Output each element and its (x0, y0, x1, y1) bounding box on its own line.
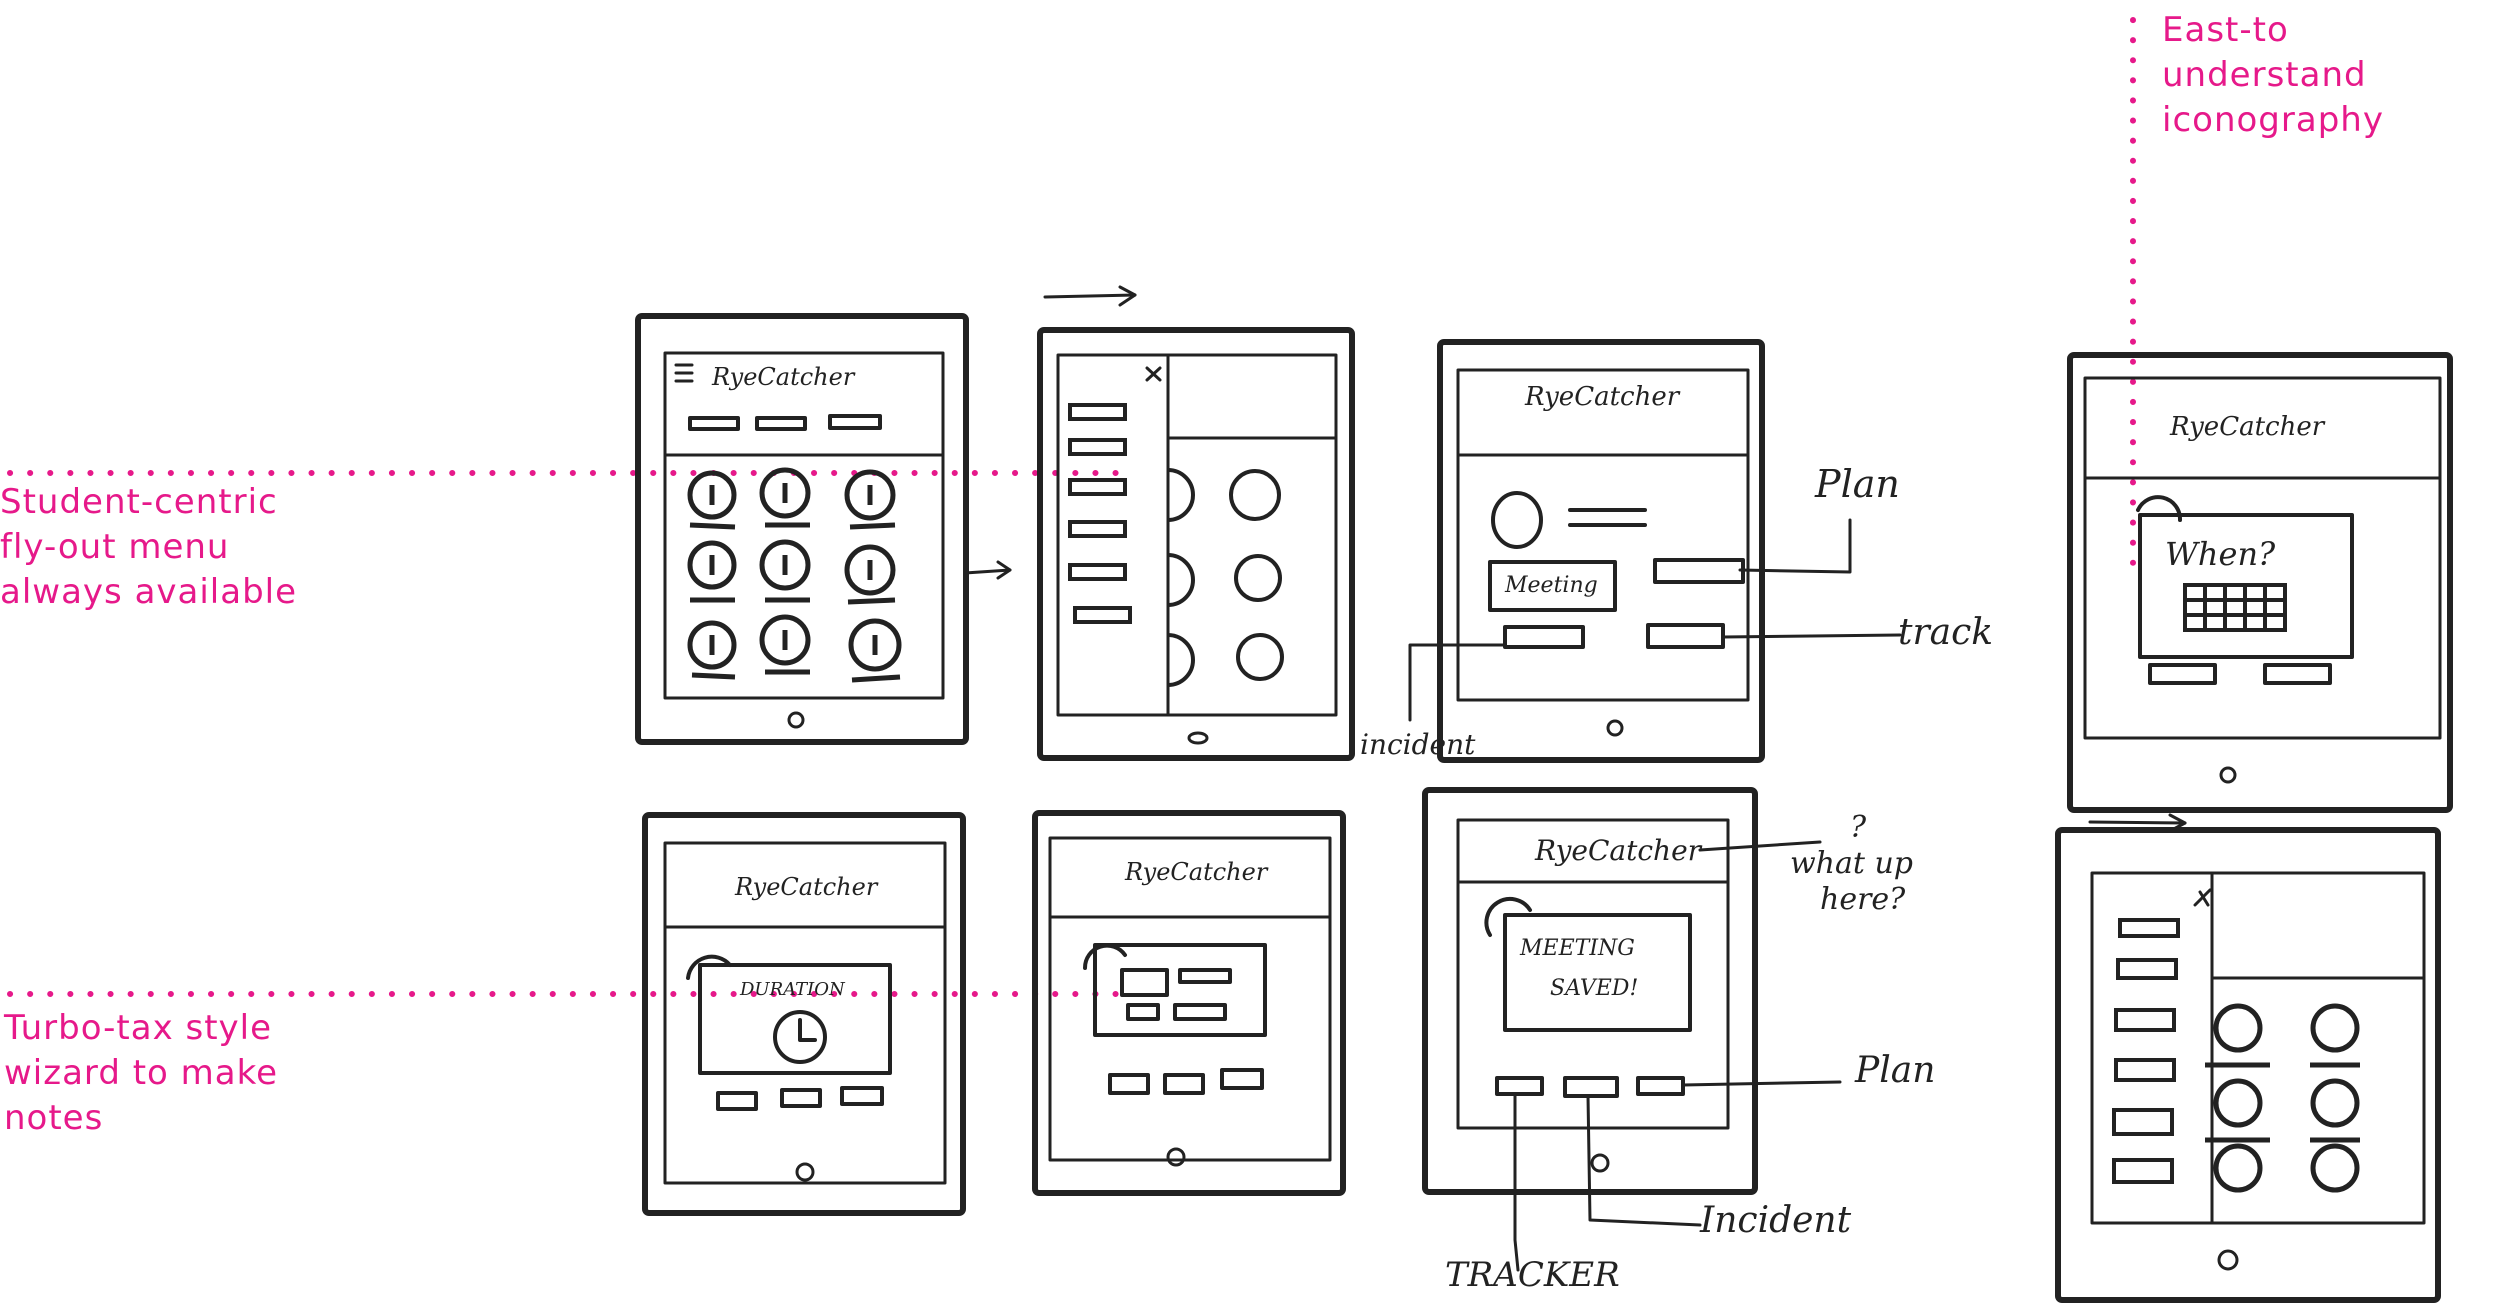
annotation-iconography: East-to understand iconography (2162, 10, 2384, 140)
brand-logo-text: RyeCatcher (1124, 858, 1269, 886)
label-plan-bottom: Plan (1855, 1050, 1936, 1091)
label-plan-top: Plan (1815, 462, 1900, 506)
tablet-flyout-icons (2055, 813, 2441, 1303)
close-icon (1145, 366, 1162, 382)
label-track: track (1898, 612, 1994, 653)
tablet-when-wizard: RyeCatcher When? (2067, 352, 2453, 813)
label-incident-top: incident (1360, 728, 1476, 761)
avatar (1491, 491, 1543, 549)
label-incident-bottom: Incident (1700, 1200, 1852, 1241)
label-tracker: TRACKER (1445, 1255, 1620, 1295)
tablet-student-profile: RyeCatcher Meeting (1408, 339, 1902, 763)
home-button-icon (2219, 766, 2237, 784)
meeting-label: Meeting (1504, 573, 1598, 598)
tablet-home-grid: RyeCatcher (635, 313, 969, 745)
annotation-wizard: Turbo-tax style wizard to make notes (4, 1008, 278, 1138)
tablet-duration-wizard: RyeCatcher DURATION (642, 812, 966, 1216)
brand-logo-text: RyeCatcher (734, 873, 879, 901)
home-icon-grid (687, 467, 902, 683)
home-button-icon (787, 711, 805, 729)
when-label: When? (2165, 535, 2276, 573)
meeting-saved-line-1: MEETING (1519, 936, 1635, 961)
calendar-icon (2183, 583, 2287, 632)
home-button-icon (1187, 731, 1209, 745)
meeting-saved-line-2: SAVED! (1550, 976, 1638, 1001)
duration-label: DURATION (739, 979, 846, 1000)
close-icon (2193, 888, 2212, 907)
tablet-flyout-menu (963, 285, 1355, 761)
annotation-flyout-menu: Student-centric fly-out menu always avai… (0, 482, 298, 612)
brand-logo-text: RyeCatcher (1534, 834, 1703, 867)
brand-logo-text: RyeCatcher (711, 363, 856, 391)
label-what-up: ? what up here? (1790, 810, 1914, 917)
home-button-icon (2217, 1249, 2239, 1271)
brand-logo-text: RyeCatcher (2169, 412, 2326, 442)
clock-icon (773, 1010, 827, 1064)
tablet-form-wizard: RyeCatcher (1032, 810, 1346, 1196)
home-button-icon (1606, 719, 1624, 737)
brand-logo-text: RyeCatcher (1524, 382, 1681, 412)
home-button-icon (1166, 1147, 1186, 1167)
tablet-meeting-saved: RyeCatcher MEETING SAVED! (1422, 787, 1842, 1272)
home-button-icon (795, 1162, 815, 1182)
home-button-icon (1590, 1153, 1610, 1173)
hamburger-icon (674, 363, 694, 383)
